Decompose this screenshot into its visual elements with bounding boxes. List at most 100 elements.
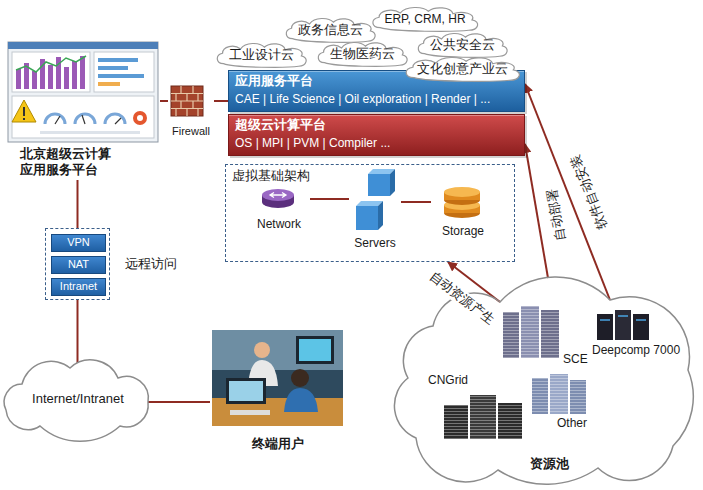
keyboard [230, 410, 270, 415]
chart-bar [48, 65, 53, 89]
chart-panel [12, 52, 90, 92]
node-label: Network [257, 217, 301, 232]
access-box: NAT [51, 256, 106, 274]
monitor [226, 378, 266, 404]
network-node: Network [248, 187, 310, 235]
connector [160, 100, 168, 102]
cube-front [356, 206, 378, 230]
rack [570, 380, 586, 414]
rack [444, 405, 468, 439]
firewall-icon [171, 86, 203, 116]
end-user-scene [212, 330, 343, 426]
cloud-shape [286, 18, 375, 42]
node-label: VPN [67, 236, 90, 250]
cube-side [390, 169, 395, 196]
node-label: Intranet [60, 280, 97, 294]
cloud-shape [4, 360, 148, 441]
edge-label: 自动部署 [544, 186, 569, 244]
node-detail: CAE | Life Science | Oil exploration | R… [235, 92, 490, 107]
platform-node: 北京超级云计算 应用服务平台 [5, 40, 160, 180]
router-arrows [270, 193, 286, 198]
rack-vents [470, 395, 496, 439]
status-light-core [137, 115, 143, 121]
node-detail: OS | MPI | PVM | Compiler ... [235, 136, 390, 151]
chart-bar [64, 67, 69, 89]
storage-icon [444, 187, 480, 218]
stat-bar [98, 58, 138, 62]
node-label: Internet/Intranet [32, 391, 124, 407]
node-label: 文化创意产业云 [417, 61, 508, 77]
edge-label: 软件自动安装 [567, 151, 612, 233]
stat-bar [98, 74, 144, 78]
rack-vents [570, 380, 586, 414]
resource-node: SCE [503, 306, 593, 366]
screen-frame [8, 42, 158, 142]
cngrid-racks [444, 395, 522, 439]
stat-bar [98, 82, 120, 86]
storage-node: Storage [431, 188, 495, 244]
chart-bar [32, 71, 37, 89]
connector [77, 300, 79, 363]
rack [550, 374, 568, 414]
node-label: 应用服务平台 [235, 73, 313, 89]
cloud-node: 生物医药云 [315, 41, 410, 67]
node-label: Other [557, 416, 587, 431]
cloud-node: 文化创意产业云 [402, 56, 523, 82]
monitor-screen [229, 381, 263, 401]
cloud-node: 政务信息云 [283, 17, 378, 43]
node-label: Deepcomp 7000 [592, 343, 680, 358]
rack [615, 310, 631, 340]
rack-light [600, 316, 646, 320]
chart-bar [80, 56, 85, 89]
person-head [291, 369, 309, 387]
node-label: 虚拟基础架构 [232, 168, 310, 184]
cloud-shape [373, 7, 478, 31]
stat-bar [98, 66, 128, 70]
node-label: Firewall [172, 125, 210, 139]
status-light [133, 111, 147, 125]
cube-side [378, 201, 383, 230]
warning-triangle [12, 100, 36, 122]
cloud-shape [394, 277, 693, 484]
node-label: ERP, CRM, HR [384, 12, 465, 27]
screen-rule [40, 131, 140, 134]
access-box: Intranet [51, 278, 106, 296]
other-racks [532, 374, 586, 414]
rack [597, 314, 613, 340]
cube-front [368, 174, 390, 196]
screen-header [8, 42, 158, 49]
servers-node: Servers [349, 170, 401, 255]
resource-node: Deepcomp 7000 [592, 308, 687, 360]
brick-mortar [171, 86, 203, 116]
gauge-needle [55, 115, 121, 124]
resource-node: CNGrid [428, 373, 528, 441]
connector [525, 144, 548, 278]
rack-vents [550, 374, 568, 414]
node-label: 生物医药云 [330, 46, 395, 62]
chart-bar [72, 61, 77, 89]
connector [148, 401, 210, 403]
connector [214, 100, 228, 102]
cloud-node: ERP, CRM, HR [369, 6, 481, 32]
node-label: 资源池 [530, 456, 569, 472]
monitor [296, 336, 334, 364]
node-label: 公共安全云 [430, 37, 495, 53]
cloud-shape [418, 33, 507, 57]
internet-cloud: Internet/Intranet [0, 362, 156, 444]
cloud-shape [217, 43, 306, 67]
edge-label: 自动资源产生 [425, 267, 499, 329]
server-icon [356, 169, 395, 230]
gauge-panel [12, 96, 154, 138]
node-label: 政务信息云 [298, 22, 363, 38]
scene-wall [212, 330, 343, 370]
chart-line [16, 56, 86, 72]
person-body [284, 388, 318, 412]
router-icon [262, 189, 294, 208]
resource-node: Other [530, 374, 594, 432]
monitor-screen [299, 339, 331, 361]
rack [470, 395, 496, 439]
person-head [254, 342, 270, 358]
rack [541, 310, 559, 358]
rack [532, 378, 548, 414]
rack [503, 312, 519, 358]
